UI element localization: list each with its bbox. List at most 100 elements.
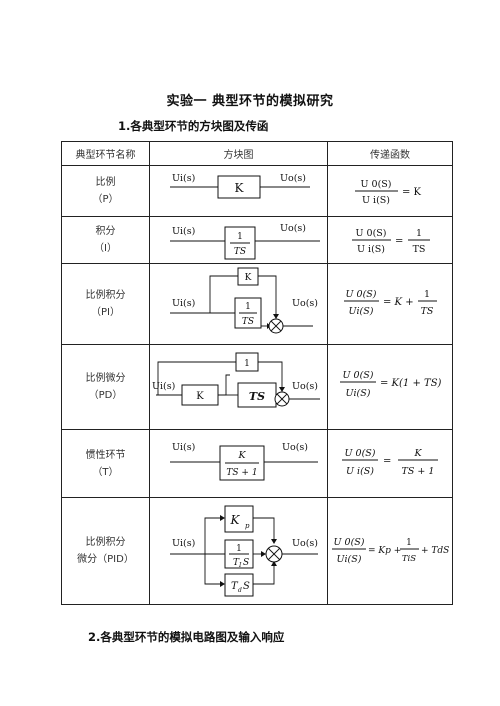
block-diagram-i: Ui(s) Uo(s) 1 TS bbox=[149, 216, 328, 264]
block-kp-k: K bbox=[230, 513, 241, 527]
transfer-function-pd: U 0(S) Ui(S) = K(1 + TS) bbox=[327, 344, 453, 430]
block-num: 1 bbox=[237, 232, 243, 242]
block-den: TS bbox=[242, 317, 254, 327]
block-td-t: T bbox=[231, 581, 239, 592]
block-diagram-pi: Ui(s) Uo(s) K 1 TS bbox=[149, 263, 328, 345]
row-abbr: （T） bbox=[92, 466, 119, 478]
input-label: Ui(s) bbox=[172, 226, 195, 237]
diagram-pid: Ui(s) Uo(s) K p 1 T I S bbox=[170, 505, 318, 597]
row-name-cell: 惯性环节 （T） bbox=[61, 429, 150, 498]
header-name: 典型环节名称 bbox=[61, 141, 150, 166]
block-diagram-t: Ui(s) Uo(s) K TS + 1 bbox=[149, 429, 328, 498]
tf-den: U i(S) bbox=[346, 466, 374, 477]
diagram-p: Ui(s) Uo(s) K bbox=[170, 173, 310, 199]
tf-num: U 0(S) bbox=[361, 179, 392, 190]
tf-num: U 0(S) bbox=[343, 370, 374, 381]
tf-rden: TS bbox=[421, 306, 434, 317]
tf-eq: = bbox=[395, 236, 403, 247]
block-diagram-pd: Ui(s) Uo(s) K 1 TS bbox=[149, 344, 328, 430]
path-k-split bbox=[218, 374, 230, 396]
row-abbr: （PI） bbox=[91, 307, 120, 318]
row-name-cell: 比例积分 （PI） bbox=[61, 263, 150, 345]
block-k-label: K bbox=[245, 273, 252, 283]
block-k-label: K bbox=[196, 391, 204, 402]
path-td bbox=[204, 554, 222, 585]
table-row-pid: 比例积分 微分（PID） Ui(s) Uo(s) K p 1 bbox=[61, 497, 453, 605]
block-unity-label: 1 bbox=[244, 359, 250, 369]
tf-num: U 0(S) bbox=[346, 289, 377, 300]
header-block-diagram: 方块图 bbox=[149, 141, 328, 166]
row-name: 比例 bbox=[95, 177, 116, 188]
tf-rden: TS bbox=[413, 244, 426, 255]
row-name-cell: 比例微分 （PD） bbox=[61, 344, 150, 430]
diagram-pi: Ui(s) Uo(s) K 1 TS bbox=[170, 267, 318, 334]
transfer-function-t: U 0(S) U i(S) = K TS + 1 bbox=[327, 429, 453, 498]
block-kp bbox=[224, 505, 254, 533]
row-abbr: 微分（PID） bbox=[77, 554, 134, 565]
tf-tail: + TdS bbox=[421, 546, 449, 556]
table-row-p: 比例 （P） Ui(s) Uo(s) K U 0(S) U i(S) = K bbox=[61, 165, 453, 217]
table-header-row: 典型环节名称 方块图 传递函数 bbox=[61, 141, 453, 166]
transfer-function-i: U 0(S) U i(S) = 1 TS bbox=[327, 216, 453, 264]
block-ti-t: T bbox=[233, 558, 240, 568]
diagram-i: Ui(s) Uo(s) 1 TS bbox=[170, 223, 320, 260]
transfer-function-pi: U 0(S) Ui(S) = K + 1 TS bbox=[327, 263, 453, 345]
output-label: Uo(s) bbox=[292, 298, 318, 309]
tf-den: U i(S) bbox=[362, 195, 390, 206]
tf-rden: TS + 1 bbox=[402, 466, 435, 477]
header-transfer-function: 传递函数 bbox=[327, 141, 453, 166]
row-name: 比例微分 bbox=[85, 373, 126, 384]
block-den: TS bbox=[234, 247, 246, 257]
input-label: Ui(s) bbox=[172, 298, 195, 309]
path-td-out bbox=[253, 564, 275, 585]
tf-t: U 0(S) U i(S) = K TS + 1 bbox=[342, 448, 438, 477]
tf-pid: U 0(S) Ui(S) = Kp + 1 TiS + TdS bbox=[332, 537, 449, 565]
tf-num: U 0(S) bbox=[334, 537, 365, 548]
row-name-cell: 积分 （I） bbox=[61, 216, 150, 264]
output-label: Uo(s) bbox=[292, 538, 318, 549]
tf-den: U i(S) bbox=[357, 244, 385, 255]
tf-rnum: 1 bbox=[424, 289, 430, 300]
tf-den: Ui(S) bbox=[337, 554, 362, 565]
row-name: 比例积分 bbox=[85, 537, 126, 548]
block-ti-s: S bbox=[243, 558, 249, 568]
tf-rden: TiS bbox=[402, 554, 416, 564]
block-ti-sub: I bbox=[238, 562, 242, 569]
path-kp bbox=[204, 517, 222, 554]
section-heading-1: 1.各典型环节的方块图及传函 bbox=[118, 119, 269, 133]
block-td-s: S bbox=[243, 581, 250, 592]
tf-rnum: 1 bbox=[416, 228, 422, 239]
table-row-pd: 比例微分 （PD） Ui(s) Uo(s) K 1 TS bbox=[61, 344, 453, 430]
input-label: Ui(s) bbox=[152, 381, 175, 392]
tf-den: Ui(S) bbox=[346, 388, 371, 399]
table-row-i: 积分 （I） Ui(s) Uo(s) 1 TS U 0(S) U i(S) = … bbox=[61, 216, 453, 264]
diagram-pd: Ui(s) Uo(s) K 1 TS bbox=[152, 352, 320, 408]
row-name: 比例积分 bbox=[85, 290, 126, 301]
block-diagram-pid: Ui(s) Uo(s) K p 1 T I S bbox=[149, 497, 328, 605]
tf-den: Ui(S) bbox=[349, 306, 374, 317]
table-row-pi: 比例积分 （PI） Ui(s) Uo(s) K 1 TS bbox=[61, 263, 453, 345]
block-td bbox=[224, 573, 254, 597]
tf-num: U 0(S) bbox=[356, 228, 387, 239]
block-k-label: K bbox=[235, 181, 245, 195]
diagram-t: Ui(s) Uo(s) K TS + 1 bbox=[170, 442, 318, 481]
input-label: Ui(s) bbox=[172, 173, 195, 184]
block-ti-num: 1 bbox=[236, 544, 242, 554]
block-derivative bbox=[237, 382, 277, 408]
transfer-function-p: U 0(S) U i(S) = K bbox=[327, 165, 453, 217]
tf-pd: U 0(S) Ui(S) = K(1 + TS) bbox=[340, 370, 442, 399]
block-kp-sub: p bbox=[245, 522, 250, 530]
tf-rnum: K bbox=[413, 448, 422, 459]
path-upper bbox=[170, 275, 238, 314]
path-k-out bbox=[258, 275, 277, 316]
path-unity-out bbox=[258, 361, 283, 389]
row-name-cell: 比例 （P） bbox=[61, 165, 150, 217]
output-label: Uo(s) bbox=[280, 223, 306, 234]
row-name-cell: 比例积分 微分（PID） bbox=[61, 497, 150, 605]
row-abbr: （P） bbox=[92, 194, 119, 205]
block-diagram-p: Ui(s) Uo(s) K bbox=[149, 165, 328, 217]
row-abbr: （I） bbox=[94, 243, 117, 254]
block-num: 1 bbox=[245, 302, 251, 312]
output-label: Uo(s) bbox=[280, 173, 306, 184]
path-kp-out bbox=[253, 517, 275, 541]
